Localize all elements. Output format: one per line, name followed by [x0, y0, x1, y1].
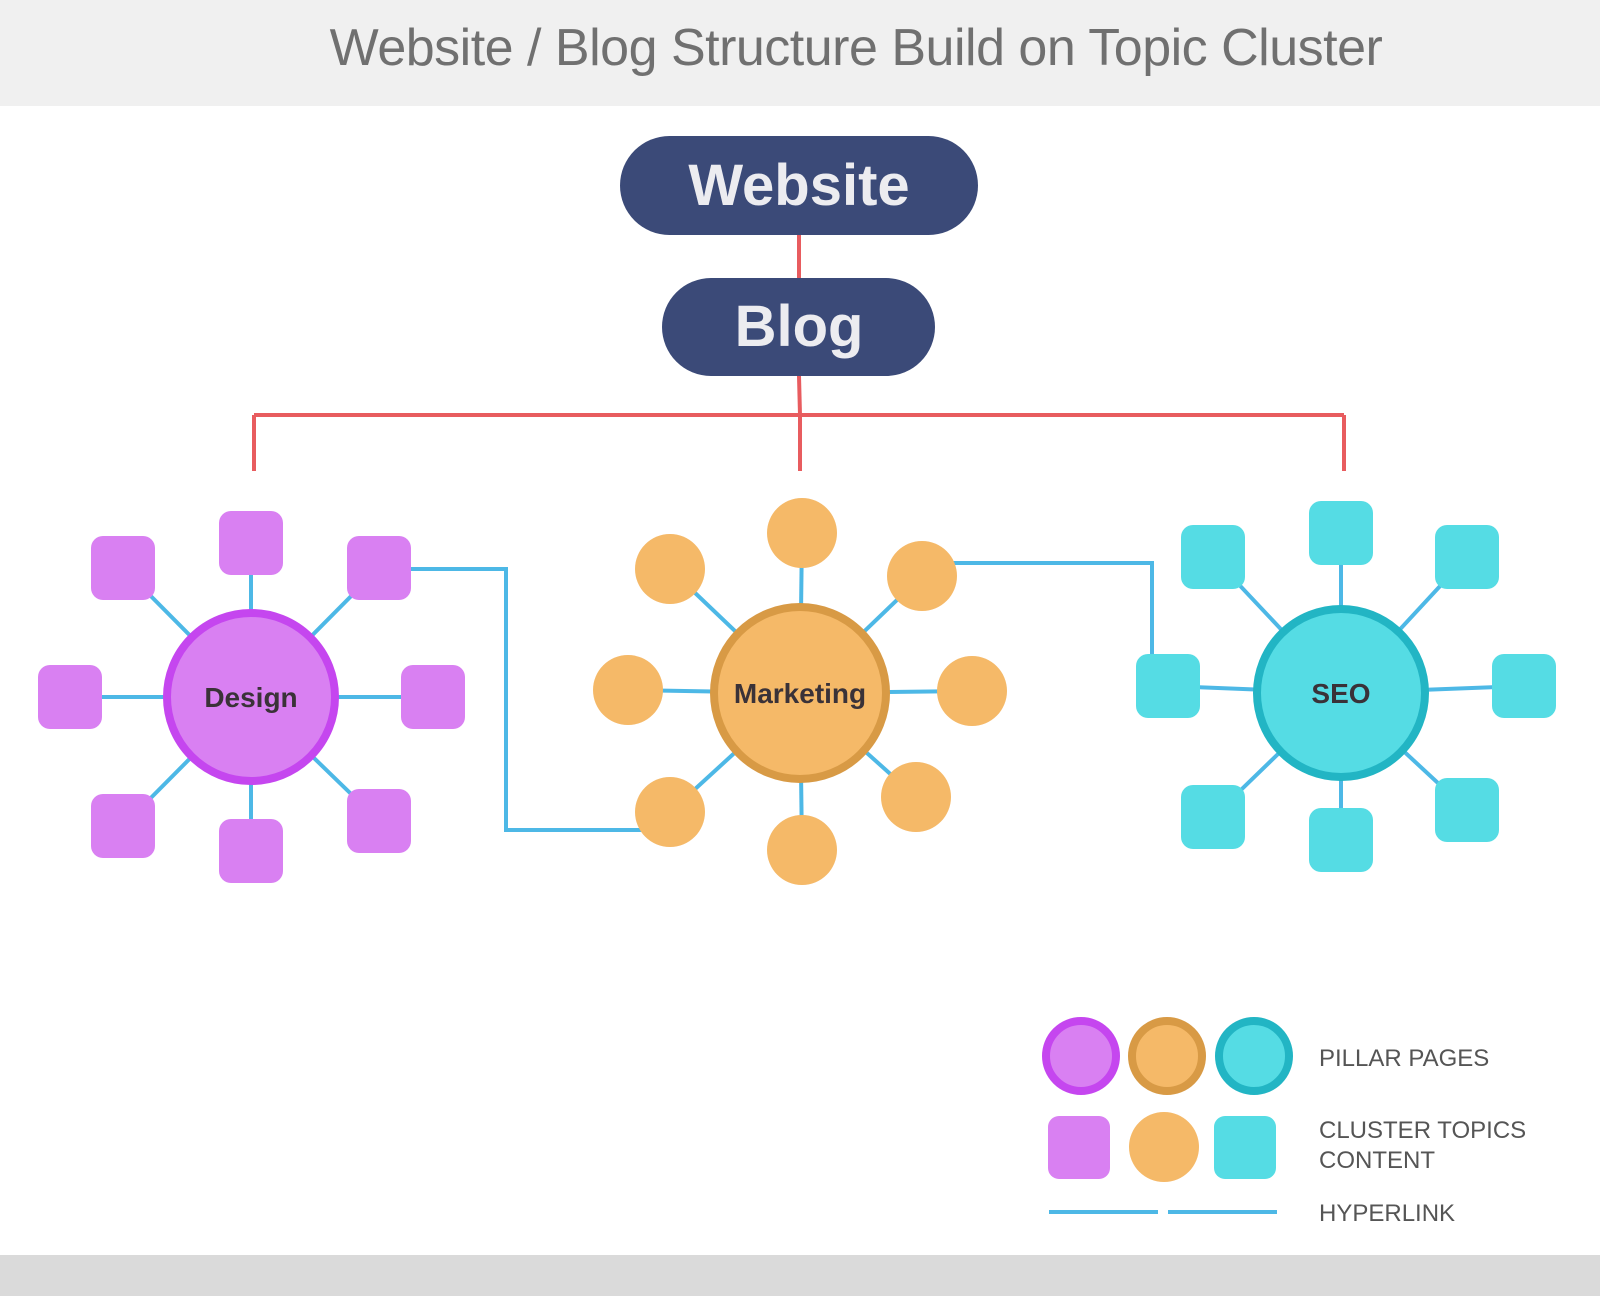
cluster-topic-marketing-2[interactable] [937, 656, 1007, 726]
legend: PILLAR PAGES CLUSTER TOPICS CONTENT HYPE… [1042, 1017, 1526, 1227]
cluster-topic-design-7[interactable] [91, 536, 155, 600]
blog-node[interactable]: Blog [662, 278, 935, 376]
cluster-topic-seo-1[interactable] [1435, 525, 1499, 589]
hyperlink-marketing-to-seo [950, 561, 1154, 660]
cluster-topic-marketing-0[interactable] [767, 498, 837, 568]
website-node[interactable]: Website [620, 136, 978, 235]
cluster-topic-marketing-6[interactable] [593, 655, 663, 725]
cluster-topic-seo-4[interactable] [1309, 808, 1373, 872]
pillar-page-design[interactable] [163, 609, 339, 785]
legend-cluster-marketing [1129, 1112, 1199, 1182]
blog-bus-connector [797, 375, 802, 416]
cluster-topic-seo-5[interactable] [1181, 785, 1245, 849]
website-label: Website [688, 153, 909, 218]
page-title: Website / Blog Structure Build on Topic … [329, 19, 1383, 77]
cluster-topic-marketing-7[interactable] [635, 534, 705, 604]
legend-pillar-marketing [1128, 1017, 1206, 1095]
legend-hyperlink-label: HYPERLINK [1319, 1200, 1455, 1227]
legend-pillar-design [1042, 1017, 1120, 1095]
legend-pillar-pages: PILLAR PAGES [1042, 1017, 1489, 1095]
blog-label: Blog [735, 294, 864, 359]
cluster-topic-design-4[interactable] [219, 819, 283, 883]
footer-bar [0, 1255, 1600, 1296]
cluster-seo: SEO [1136, 501, 1556, 872]
cluster-topic-design-0[interactable] [219, 511, 283, 575]
cluster-topic-seo-6[interactable] [1136, 654, 1200, 718]
pillar-label-marketing: Marketing [734, 678, 866, 709]
cluster-topic-marketing-4[interactable] [767, 815, 837, 885]
legend-cluster-label-line1: CLUSTER TOPICS [1319, 1117, 1526, 1144]
legend-hyperlink: HYPERLINK [1049, 1200, 1455, 1227]
cluster-topic-seo-3[interactable] [1435, 778, 1499, 842]
pillar-label-design: Design [204, 682, 297, 713]
cluster-topic-design-6[interactable] [38, 665, 102, 729]
pillar-page-marketing[interactable] [710, 603, 890, 783]
hierarchy-lines [252, 235, 1346, 471]
cluster-topic-design-5[interactable] [91, 794, 155, 858]
cluster-topic-marketing-1[interactable] [887, 541, 957, 611]
header-bar: Website / Blog Structure Build on Topic … [0, 0, 1600, 106]
legend-pillar-seo [1215, 1017, 1293, 1095]
legend-pillar-label: PILLAR PAGES [1319, 1045, 1489, 1072]
cross-hyperlinks [405, 561, 1154, 832]
cluster-topic-seo-7[interactable] [1181, 525, 1245, 589]
cluster-marketing: Marketing [593, 498, 1007, 885]
hyperlink-design-to-marketing [405, 567, 648, 832]
legend-cluster-label-line2: CONTENT [1319, 1147, 1435, 1174]
legend-cluster-seo [1214, 1116, 1276, 1179]
legend-cluster-topics: CLUSTER TOPICS CONTENT [1048, 1112, 1526, 1182]
cluster-topic-design-1[interactable] [347, 536, 411, 600]
cluster-topic-design-2[interactable] [401, 665, 465, 729]
cluster-topic-seo-0[interactable] [1309, 501, 1373, 565]
cluster-topic-marketing-5[interactable] [635, 777, 705, 847]
cluster-design: Design [38, 511, 465, 883]
legend-cluster-design [1048, 1116, 1110, 1179]
cluster-topic-marketing-3[interactable] [881, 762, 951, 832]
pillar-label-seo: SEO [1311, 678, 1370, 709]
cluster-topic-design-3[interactable] [347, 789, 411, 853]
cluster-topic-seo-2[interactable] [1492, 654, 1556, 718]
pillar-page-seo[interactable] [1253, 605, 1429, 781]
